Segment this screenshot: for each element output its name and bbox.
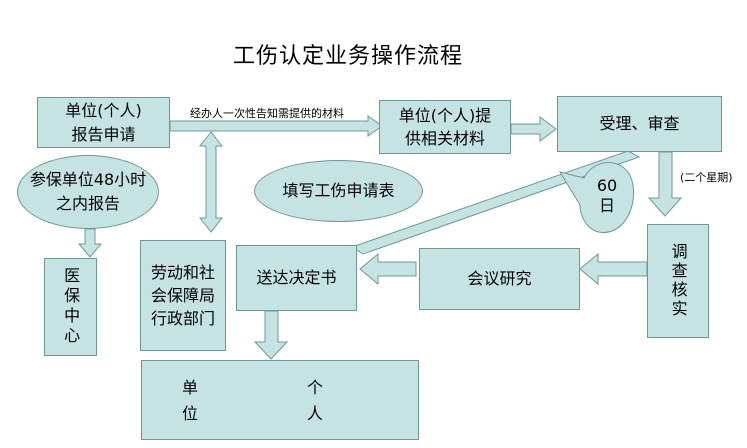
node-medical-insurance-center: 医保中心 — [44, 258, 97, 356]
node-final-unit-personal: 单 位 个 人 — [141, 360, 419, 440]
node-labor-bureau-line2: 会保障局 — [150, 285, 215, 305]
node-labor-bureau-line1: 劳动和社 — [150, 262, 215, 282]
node-unit-provide-line1: 单位(个人)提 — [398, 105, 492, 125]
node-investigate-verify: 调查核实 — [647, 224, 709, 338]
node-final-unit-char2: 位 — [182, 403, 199, 423]
node-fill-injury-form: 填写工伤申请表 — [254, 160, 423, 222]
node-labor-social-security-bureau: 劳动和社 会保障局 行政部门 — [140, 240, 226, 351]
node-labor-bureau-line3: 行政部门 — [150, 309, 215, 329]
page-title: 工伤认定业务操作流程 — [233, 44, 464, 69]
node-unit-provide-materials: 单位(个人)提 供相关材料 — [379, 100, 511, 154]
callout-60-text: 60 日 — [592, 176, 622, 216]
node-final-unit: 单 位 — [182, 375, 198, 426]
node-final-personal: 个 人 — [307, 375, 323, 426]
arrow-meeting-to-deliver — [359, 252, 417, 286]
node-medical-center-label: 医保中心 — [61, 267, 81, 347]
node-final-unit-char1: 单 — [182, 378, 199, 397]
arrow-deliver-to-final — [253, 310, 289, 360]
node-unit-report-line1: 单位(个人) — [65, 101, 142, 121]
label-one-time-notice: 经办人一次性告知需提供的材料 — [190, 107, 344, 120]
node-insured-report-line2: 之内报告 — [55, 194, 120, 213]
node-deliver-decision: 送达决定书 — [236, 245, 357, 311]
callout-60-number: 60 — [596, 176, 618, 195]
node-meeting-study: 会议研究 — [419, 248, 580, 310]
node-unit-report-application: 单位(个人) 报告申请 — [37, 97, 170, 148]
node-meeting-study-label: 会议研究 — [467, 269, 532, 289]
node-accept-review: 受理、审查 — [557, 96, 722, 152]
node-accept-review-label: 受理、审查 — [599, 114, 680, 134]
node-final-personal-char1: 个 — [307, 378, 324, 397]
arrow-provide-to-accept — [510, 116, 557, 142]
callout-60-day: 日 — [598, 196, 615, 215]
node-final-personal-char2: 人 — [307, 403, 324, 423]
node-insured-report-line1: 参保单位48小时 — [29, 170, 147, 189]
node-unit-report-line2: 报告申请 — [71, 124, 136, 144]
arrow-report-to-provide — [169, 115, 383, 137]
node-investigate-label: 调查核实 — [668, 243, 688, 319]
node-fill-form-label: 填写工伤申请表 — [282, 181, 395, 200]
node-unit-provide-line2: 供相关材料 — [404, 129, 485, 148]
arrow-accept-to-investigate — [647, 151, 683, 217]
callout-60-days — [558, 162, 635, 234]
node-insured-unit-48h-report: 参保单位48小时 之内报告 — [17, 155, 159, 229]
arrow-insured-to-medical — [77, 228, 103, 258]
label-two-weeks: (二个星期) — [680, 171, 733, 184]
node-deliver-decision-label: 送达决定书 — [256, 268, 337, 288]
arrow-investigate-to-meeting — [579, 252, 648, 286]
arrow-report-labor-bidirectional — [198, 131, 224, 233]
